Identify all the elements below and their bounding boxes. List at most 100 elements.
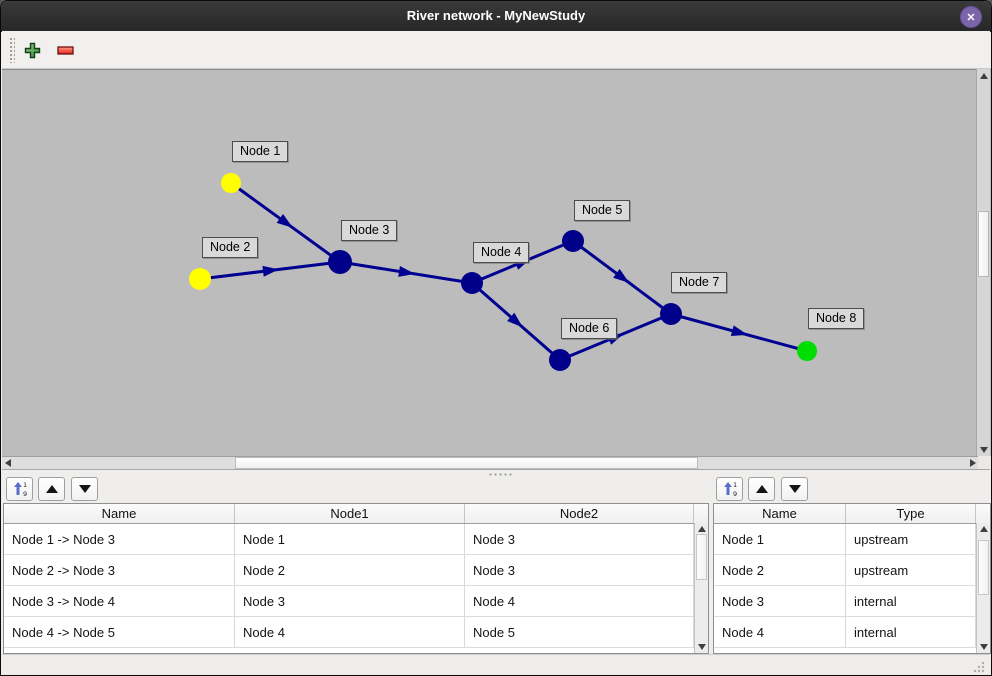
nodes-table-scrollbar[interactable] [976,523,990,653]
flow-arrow-icon [507,312,523,328]
node-node-5[interactable] [562,230,584,252]
table-cell: Node 4 [235,617,465,647]
scroll-right-icon [969,459,976,467]
table-cell: Node 1 [235,524,465,554]
up-arrow-icon [45,485,58,493]
close-button[interactable] [960,6,982,28]
title-bar[interactable]: River network - MyNewStudy [1,1,991,32]
sort-ascending-icon: 1 9 [13,481,27,497]
table-cell: internal [846,586,976,616]
node-node-1[interactable] [221,173,241,193]
svg-text:1: 1 [23,481,27,489]
svg-text:9: 9 [23,490,27,497]
close-icon [967,13,975,21]
node-node-6[interactable] [549,349,571,371]
table-cell: Node 5 [465,617,694,647]
scrollbar-corner [978,456,991,469]
links-table-scrollbar[interactable] [694,523,708,653]
flow-arrow-icon [398,265,415,277]
scroll-up-button[interactable] [695,523,708,535]
table-cell: Node 4 [465,586,694,616]
add-reach-button[interactable] [20,38,44,62]
table-cell: Node 2 [235,555,465,585]
river-network-graph [189,173,817,371]
node-label-node-4: Node 4 [473,242,530,263]
resize-grip-icon[interactable] [972,660,986,674]
table-cell: upstream [846,524,976,554]
table-cell: Node 3 [465,524,694,554]
nodes-move-down-button[interactable] [781,477,808,501]
scroll-up-button[interactable] [977,523,990,535]
scroll-up-icon [979,526,988,532]
node-node-7[interactable] [660,303,682,325]
column-header-node1[interactable]: Node1 [235,504,465,523]
nodes-sort-button[interactable]: 1 9 [716,477,743,501]
table-scroll-thumb[interactable] [978,540,989,595]
node-label-node-1: Node 1 [232,141,289,162]
node-node-4[interactable] [461,272,483,294]
links-sort-button[interactable]: 1 9 [6,477,33,501]
links-move-down-button[interactable] [71,477,98,501]
main-toolbar [2,31,990,69]
flow-arrow-icon [276,213,293,228]
table-cell: Node 2 [714,555,846,585]
node-label-node-5: Node 5 [574,200,631,221]
table-cell: Node 3 [465,555,694,585]
scroll-down-icon [979,644,988,650]
column-header-name[interactable]: Name [714,504,846,523]
horizontal-scroll-thumb[interactable] [235,457,698,469]
scroll-right-button[interactable] [967,457,978,469]
node-node-8[interactable] [797,341,817,361]
status-bar [2,654,990,675]
scroll-down-icon [979,446,988,453]
scroll-down-button[interactable] [977,641,990,653]
window-title: River network - MyNewStudy [406,8,586,23]
flow-arrow-icon [613,268,630,283]
scroll-left-icon [4,459,11,467]
scroll-down-button[interactable] [977,443,990,456]
column-header-name[interactable]: Name [4,504,235,523]
pane-splitter[interactable] [2,469,990,477]
node-label-node-7: Node 7 [671,272,728,293]
canvas-vertical-scrollbar[interactable] [976,69,990,456]
scroll-left-button[interactable] [2,457,13,469]
down-arrow-icon [78,485,91,493]
node-node-3[interactable] [328,250,352,274]
column-header-node2[interactable]: Node2 [465,504,694,523]
table-cell: Node 4 -> Node 5 [4,617,235,647]
table-cell: internal [846,617,976,647]
remove-reach-button[interactable] [53,38,77,62]
scroll-down-button[interactable] [695,641,708,653]
sort-ascending-icon: 1 9 [723,481,737,497]
column-header-type[interactable]: Type [846,504,976,523]
node-label-node-6: Node 6 [561,318,618,339]
links-move-up-button[interactable] [38,477,65,501]
vertical-scroll-thumb[interactable] [978,211,989,277]
table-cell: Node 3 -> Node 4 [4,586,235,616]
scroll-up-button[interactable] [977,69,990,82]
table-cell: Node 3 [714,586,846,616]
scroll-up-icon [979,72,988,79]
table-cell: upstream [846,555,976,585]
canvas-horizontal-scrollbar[interactable] [2,456,978,469]
table-scroll-thumb[interactable] [696,534,707,580]
nodes-move-up-button[interactable] [748,477,775,501]
node-node-2[interactable] [189,268,211,290]
table-cell: Node 4 [714,617,846,647]
down-arrow-icon [788,485,801,493]
toolbar-drag-handle[interactable] [9,37,15,63]
